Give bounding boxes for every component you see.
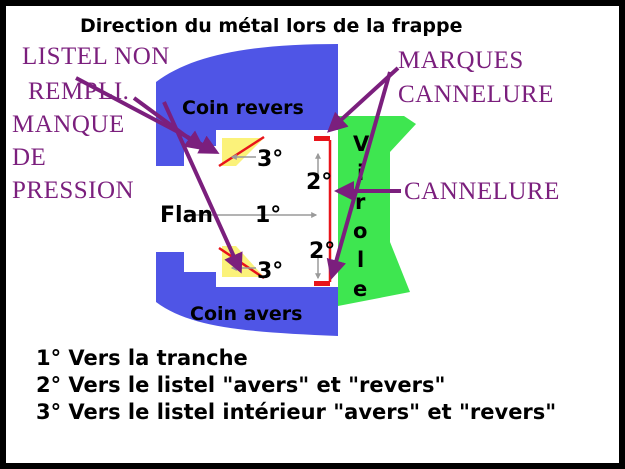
lower-die [156,252,338,336]
virole-letter: r [355,190,366,214]
pointer-manque-top [132,96,206,151]
rim-line-top [218,135,265,168]
minting-diagram: Direction du métal lors de la frappe Coi… [12,15,560,424]
pointer-manque-bottom [162,101,243,274]
legend-line-2: 2° Vers le listel "avers" et "revers" [36,373,445,397]
pointer-marques-bottom [326,71,392,280]
diagram-title: Direction du métal lors de la frappe [80,15,463,37]
legend-line-1: 1° Vers la tranche [36,346,248,370]
flan-label: Flan [160,203,213,228]
annotation-marques-1: MARQUES [398,47,524,74]
virole-letter: e [353,277,367,301]
groove-mark-bottom [314,281,330,286]
annotation-listel-non-rempli-2: REMPLI. [28,78,129,105]
coin-revers-label: Coin revers [182,97,304,119]
annotation-listel-non-rempli-1: LISTEL NON [22,43,170,70]
diagram-frame: Direction du métal lors de la frappe Coi… [6,6,619,463]
annotation-manque-3: PRESSION [12,177,134,204]
groove-mark-top [314,136,330,141]
virole-letter: l [357,248,364,272]
annotation-cannelure: CANNELURE [404,178,560,205]
flan-edge-gap [156,166,184,252]
degree-1-label: 1° [255,203,281,228]
annotation-manque-2: DE [12,144,46,171]
annotation-manque-1: MANQUE [12,111,125,138]
degree-2-bottom-label: 2° [309,239,335,264]
degree-3-top-label: 3° [257,147,283,172]
annotation-marques-2: CANNELURE [398,81,554,108]
degree-2-top-label: 2° [306,170,332,195]
coin-avers-label: Coin avers [190,303,302,325]
virole-letter: o [353,219,367,243]
collar [338,116,416,306]
degree-3-bottom-label: 3° [257,259,283,284]
legend-line-3: 3° Vers le listel intérieur "avers" et "… [36,400,556,424]
